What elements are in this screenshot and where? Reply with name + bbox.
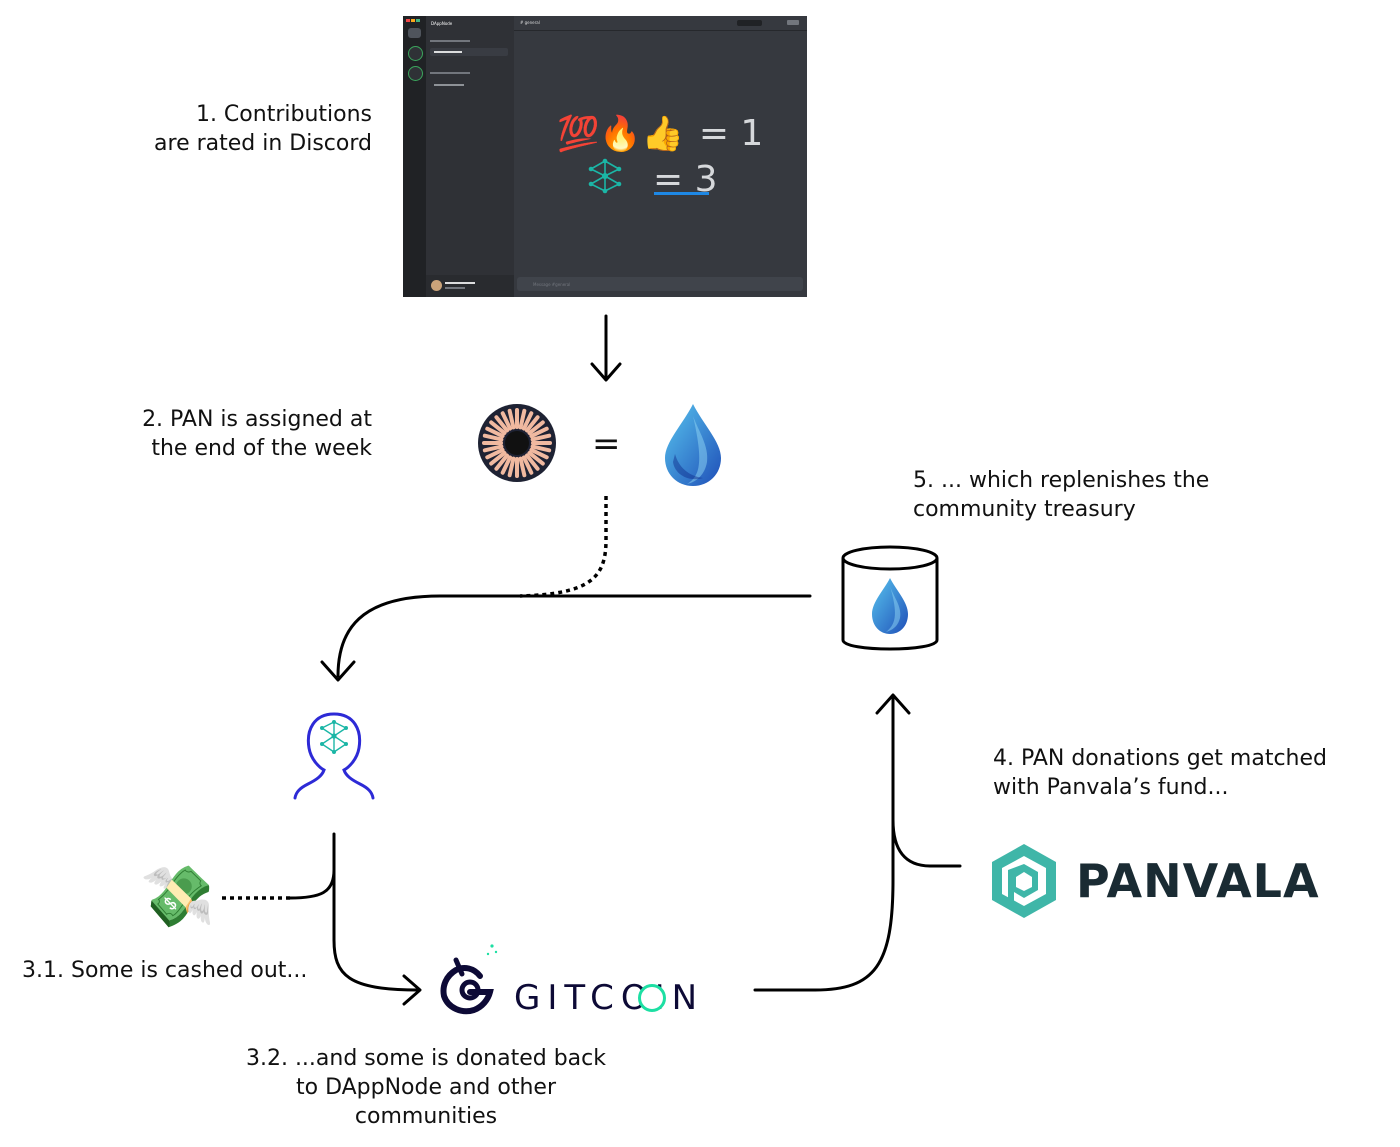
pan-token-ray [518,456,527,478]
arrow-head [402,974,422,1006]
contributor-icon [293,712,375,800]
pan-token-ray [507,408,516,430]
discord-server-icon [408,66,423,81]
arrow-head [590,362,622,382]
line-to-cashout [288,868,336,900]
pan-token-ray [489,420,507,436]
pan-token-ray [527,450,545,466]
gitcoin-mark-icon [440,944,498,1015]
network-reaction-icon [588,158,622,194]
arrow-gitcoin-to-treasury [753,695,895,992]
rating-row-1: 💯🔥👍 = 1 [557,113,764,155]
rating-value-1: = 1 [698,113,764,154]
treasury-icon [841,545,939,651]
pan-token-ray [482,444,504,453]
pan-token-ray [527,420,545,436]
pan-token-ray [521,411,534,431]
arrow-treasury-to-contributor [336,594,812,678]
line-panvala-to-treasury [891,818,962,868]
equals-sign: = [592,424,621,464]
dotted-pan-to-contributor [519,496,608,598]
step-1-label: 1. Contributions are rated in Discord [154,102,372,156]
pan-token-icon [478,404,556,482]
discord-channel-list: DAppNode [426,16,514,297]
pan-token-ray [524,415,540,433]
money-with-wings-icon: 💸 [140,862,215,932]
pan-token-ray [500,411,513,431]
reaction-emojis: 💯🔥👍 [557,114,685,154]
pan-token-ray [530,433,552,442]
gitcoin-logo: GITCOIN [440,940,740,1020]
discord-server-icon [408,46,423,61]
discord-user-panel [426,275,514,297]
pan-token-ray [500,455,513,475]
pan-token-ray [482,433,504,442]
discord-server-list [403,16,426,297]
discord-screenshot: DAppNode # general Message #general 💯🔥👍 … [403,16,807,297]
pan-drop-icon [665,404,721,486]
pan-token-ray [530,444,552,453]
discord-server-name: DAppNode [431,21,453,26]
pan-token-ray [507,456,516,478]
pan-token-ray [529,447,549,460]
step-3-1-label: 3.1. Some is cashed out... [22,958,308,983]
step-5-label: 5. ... which replenishes the community t… [913,468,1210,522]
discord-channel-header: # general [514,16,807,31]
pan-token-ray [518,408,527,430]
gitcoin-wordmark: GITCOIN [514,978,705,1018]
pan-token-ray [529,426,549,439]
avatar [431,280,442,291]
step-2-label: 2. PAN is assigned at the end of the wee… [142,407,372,461]
discord-message-input: Message #general [517,277,803,291]
pan-token-ray [521,455,534,475]
discord-home-icon [408,28,421,38]
gitcoin-o-accent [638,984,666,1012]
step-4-label: 4. PAN donations get matched with Panval… [993,746,1327,800]
arrow-contributor-to-gitcoin [332,832,420,992]
pan-token-ray [485,426,505,439]
rating-underline [654,192,709,195]
pan-token-ray [494,453,510,471]
panvala-wordmark: PANVALA [1076,854,1320,908]
arrow-head [320,660,356,682]
panvala-hex-icon [992,844,1056,918]
panvala-logo: PANVALA [990,842,1350,922]
step-3-2-label: 3.2. ...and some is donated back to DApp… [245,1046,607,1129]
pan-token-ray [489,450,507,466]
pan-token-ray [494,415,510,433]
pan-token-ray [524,453,540,471]
arrow-head [875,693,911,715]
pan-token-ray [485,447,505,460]
